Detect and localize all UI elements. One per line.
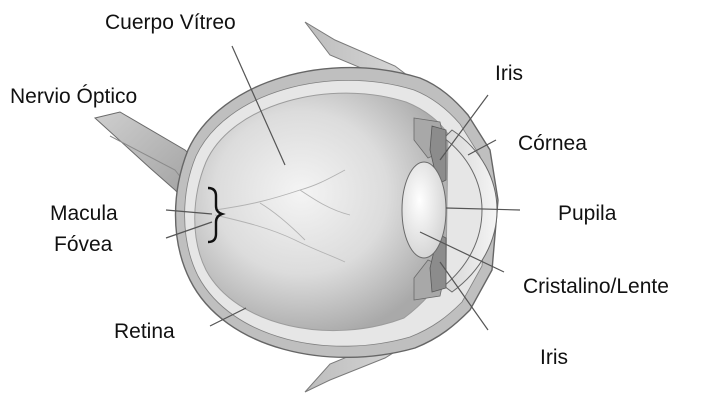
optic-nerve-label: Nervio Óptico bbox=[10, 86, 137, 107]
pupil-label: Pupila bbox=[558, 203, 616, 224]
iris-bottom-label: Iris bbox=[540, 347, 568, 368]
lens-label: Cristalino/Lente bbox=[523, 276, 669, 297]
lens-shape bbox=[402, 162, 446, 258]
vitreous-body-label: Cuerpo Vítreo bbox=[105, 12, 236, 33]
macula-label: Macula bbox=[50, 203, 118, 224]
iris-top-label: Iris bbox=[495, 63, 523, 84]
fovea-label: Fóvea bbox=[54, 234, 112, 255]
retina-label: Retina bbox=[114, 321, 175, 342]
cornea-label: Córnea bbox=[518, 133, 587, 154]
